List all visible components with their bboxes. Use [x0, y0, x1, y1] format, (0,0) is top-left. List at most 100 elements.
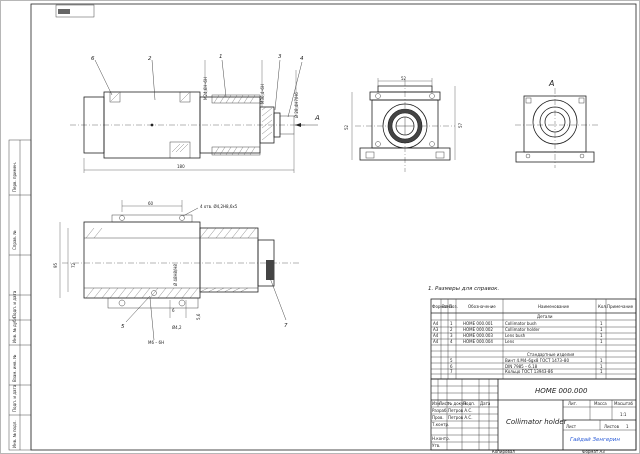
- side-stamp-label-4: Инв. № дубл.: [12, 316, 17, 343]
- dim-thread-b: М36,4–6Н: [260, 84, 265, 104]
- tb-col-date: Дата: [480, 401, 491, 406]
- svg-text:Винт 4.М4–6gx8 ГОСТ 1473–80: Винт 4.М4–6gx8 ГОСТ 1473–80: [505, 358, 569, 363]
- dim-95: 95: [53, 262, 58, 268]
- copied-label: Копировал: [492, 449, 515, 454]
- svg-text:1: 1: [600, 358, 603, 363]
- leader-7: 7: [284, 323, 288, 329]
- tb-role-dev: Разраб.: [432, 408, 448, 413]
- svg-text:1: 1: [600, 321, 603, 326]
- tb-lit-label: Лит.: [568, 401, 577, 406]
- dim-thread-m6: М6 – 6Н: [148, 340, 164, 345]
- spec-row-2: А3 2 HOME 000.002 Collimator holder 1: [433, 327, 603, 332]
- svg-text:1: 1: [600, 327, 603, 332]
- leader-2: 2: [148, 56, 152, 62]
- tb-col-doc: № докум.: [448, 401, 468, 406]
- spec-header-format: Формат: [432, 304, 449, 309]
- view-a: A: [515, 79, 600, 168]
- svg-text:Collimator holder: Collimator holder: [505, 327, 540, 332]
- dim-side-height: 52: [344, 124, 349, 130]
- tb-sheet-label: Лист: [566, 424, 577, 429]
- tb-role-ncontr: Н.контр.: [432, 436, 450, 441]
- svg-text:Lens bush: Lens bush: [505, 333, 526, 338]
- spec-std-row-2: 6 DIN 7985 – 6.18 1: [450, 364, 603, 369]
- dim-thread-a: М24,6Н–6Н: [203, 77, 208, 100]
- dim-dia-b: Ø 48Н8/Н8: [173, 264, 178, 286]
- tb-doc-code: HOME 000.000: [535, 387, 588, 395]
- section-view: 60 4 отв. Ø4,2Н8,6х5 95 72 Ø 48Н8/Н8 Ø4,…: [53, 200, 300, 345]
- svg-text:А4: А4: [433, 321, 439, 326]
- view-direction-label: A: [314, 114, 320, 122]
- svg-text:6: 6: [450, 364, 453, 369]
- side-stamp-label-5: Взам. инв. №: [12, 355, 17, 382]
- spec-header-code: Обозначение: [468, 304, 496, 309]
- svg-text:А4: А4: [433, 339, 439, 344]
- tb-role-approve: Утв.: [432, 443, 440, 448]
- svg-text:1: 1: [450, 321, 453, 326]
- view-a-title: A: [548, 79, 554, 88]
- svg-text:2: 2: [450, 327, 453, 332]
- svg-text:Collimator bush: Collimator bush: [505, 321, 537, 326]
- spec-row-3: А4 3 HOME 000.003 Lens bush 1: [433, 333, 603, 338]
- tb-col-sign: Подп.: [463, 401, 475, 406]
- side-stamp-label-3: Подп. и дата: [12, 290, 17, 318]
- side-stamp: Перв. примен. Справ. № Подп. и дата Инв.…: [8, 139, 32, 451]
- side-stamp-label-2: Справ. №: [12, 231, 17, 250]
- title-block: Изм. Лист № докум. Подп. Дата Разраб. Пе…: [430, 378, 637, 451]
- tb-col-izm: Изм.: [432, 401, 441, 406]
- svg-text:4: 4: [450, 339, 453, 344]
- tb-title: Collimator holder: [506, 418, 568, 426]
- tb-checker: Петров А.С.: [448, 415, 473, 420]
- spec-std-row-1: 5 Винт 4.М4–6gx8 ГОСТ 1473–80 1: [450, 358, 603, 363]
- tb-developer: Петров А.С.: [448, 408, 473, 413]
- leader-6: 6: [91, 56, 95, 62]
- side-stamp-label-6: Подп. и дата: [12, 384, 17, 412]
- svg-text:Lens: Lens: [505, 339, 514, 344]
- spec-header-zone: Зона: [442, 304, 453, 309]
- top-left-box: [55, 4, 95, 18]
- spec-header-qty: Кол.: [598, 304, 607, 309]
- svg-text:HOME 000.001: HOME 000.001: [463, 321, 493, 326]
- spec-header-pos: Поз.: [449, 304, 458, 309]
- svg-text:1: 1: [600, 369, 603, 374]
- dim-note-holes: 4 отв. Ø4,2Н8,6х5: [200, 204, 238, 209]
- dim-5-6: 5,6: [196, 313, 201, 320]
- svg-text:3: 3: [450, 333, 453, 338]
- leaders-top: 6 2 1 3 4: [91, 54, 304, 118]
- leader-5: 5: [121, 324, 125, 330]
- spec-section-details: Детали: [537, 314, 553, 319]
- leader-4: 4: [300, 56, 304, 62]
- spec-header-note: Примечание: [607, 304, 634, 309]
- spec-std-row-3: 7 Кольцо ГОСТ 13943-86 1: [450, 369, 603, 374]
- dim-72: 72: [71, 262, 76, 268]
- svg-text:HOME 000.002: HOME 000.002: [463, 327, 493, 332]
- tb-org: Гайдай Зенгерин: [570, 437, 620, 443]
- spec-row-4: А4 4 HOME 000.004 Lens 1: [433, 339, 603, 344]
- tb-sheets-value: 1: [626, 424, 629, 429]
- dim-side-right: 57: [458, 122, 463, 128]
- tb-role-tcontr: Т.контр.: [431, 422, 449, 427]
- leader-1: 1: [219, 54, 223, 60]
- tb-role-check: Пров.: [432, 415, 444, 420]
- spec-header-name: Наименование: [538, 304, 570, 309]
- svg-text:DIN 7985 – 6.18: DIN 7985 – 6.18: [505, 364, 538, 369]
- dim-overall-length: 180: [177, 164, 185, 169]
- spec-section-std: Стандартные изделия: [527, 352, 575, 357]
- drawing-frame: [30, 3, 637, 451]
- tb-scale-label: Масштаб: [614, 401, 634, 406]
- front-view: A 180 М24,6Н–6Н М36,4–6Н Ø 28,4Н7/Н6: [70, 60, 320, 173]
- spec-table: Формат Зона Поз. Обозначение Наименовани…: [430, 298, 637, 380]
- svg-text:1: 1: [600, 364, 603, 369]
- format-label: Формат А3: [582, 449, 605, 454]
- dim-60: 60: [148, 201, 154, 206]
- side-stamp-label-7: Инв. № подл.: [12, 420, 17, 448]
- tb-sheets-label: Листов: [604, 424, 620, 429]
- svg-text:1: 1: [600, 339, 603, 344]
- dim-dia-c: Ø4,2: [172, 325, 182, 330]
- svg-text:7: 7: [450, 369, 453, 374]
- svg-text:А4: А4: [433, 333, 439, 338]
- leader-3: 3: [278, 54, 282, 60]
- side-view: 52 52 57: [344, 76, 463, 172]
- svg-text:Кольцо ГОСТ 13943-86: Кольцо ГОСТ 13943-86: [505, 369, 553, 374]
- svg-text:А3: А3: [433, 327, 439, 332]
